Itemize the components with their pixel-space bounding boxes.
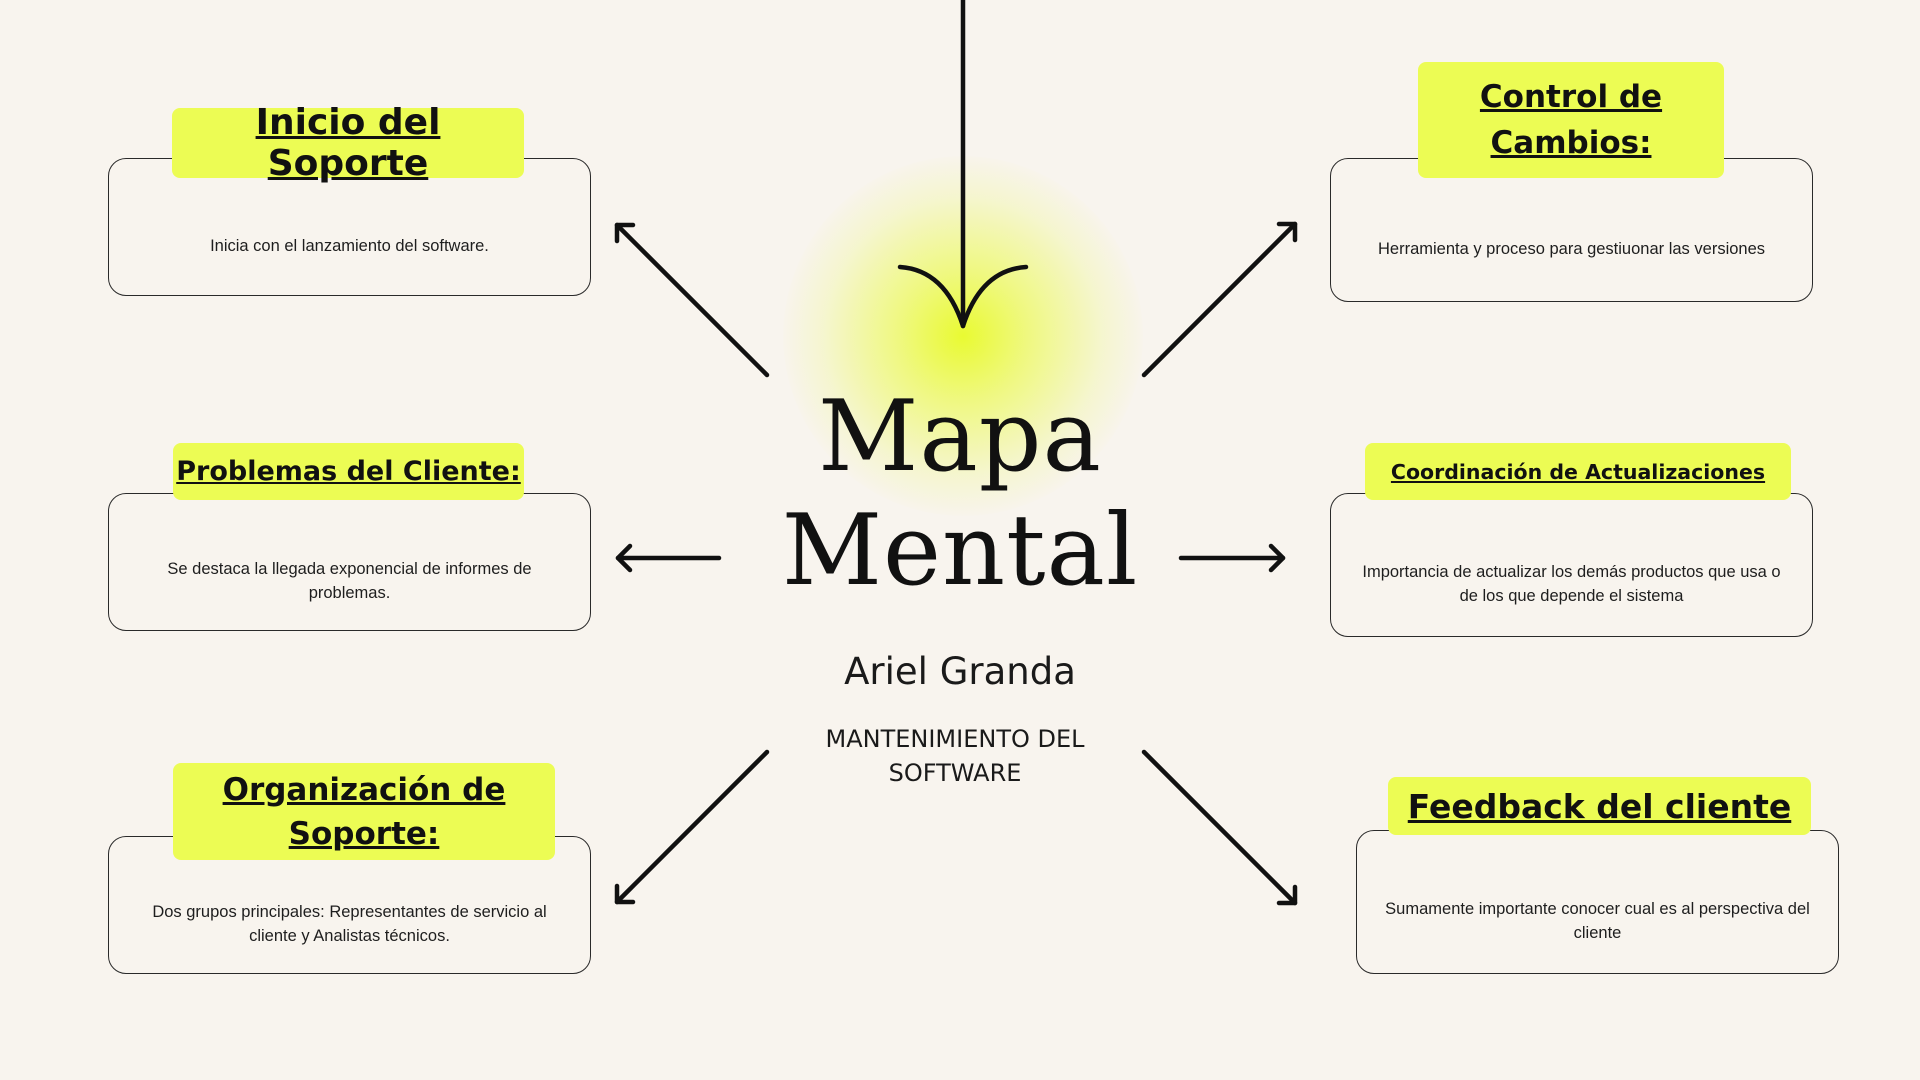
node-feedback-label: Feedback del cliente (1388, 777, 1811, 835)
arrow-to-control (1141, 221, 1298, 378)
node-organizacion-label: Organización de Soporte: (173, 763, 555, 860)
node-inicio-label: Inicio del Soporte (172, 102, 524, 184)
node-problemas-label: Problemas del Cliente: (173, 443, 524, 500)
arrow-to-problemas (615, 543, 722, 573)
node-feedback-text: Sumamente importante conocer cual es al … (1385, 900, 1810, 942)
node-problemas-box: Se destaca la llegada exponencial de inf… (108, 493, 591, 631)
node-control-label: Control de Cambios: (1418, 62, 1724, 178)
node-coordinacion-text: Importancia de actualizar los demás prod… (1362, 563, 1781, 605)
node-problemas-text: Se destaca la llegada exponencial de inf… (167, 560, 532, 602)
map-title-line1: Mapa (818, 380, 1102, 494)
node-coordinacion-box: Importancia de actualizar los demás prod… (1330, 493, 1813, 637)
node-feedback-box: Sumamente importante conocer cual es al … (1356, 830, 1839, 974)
arrow-to-feedback (1141, 749, 1298, 906)
arrow-down-center (897, 0, 1029, 329)
arrow-to-coordinacion (1178, 543, 1286, 573)
arrow-to-inicio (614, 222, 770, 378)
map-title-line2: Mental (781, 494, 1139, 608)
arrow-to-organizacion (614, 749, 770, 905)
node-coordinacion-label: Coordinación de Actualizaciones (1365, 443, 1791, 500)
node-organizacion-text: Dos grupos principales: Representantes d… (152, 903, 547, 945)
map-title: Mapa Mental (740, 380, 1180, 608)
node-inicio-text: Inicia con el lanzamiento del software. (210, 237, 489, 255)
map-subtitle: MANTENIMIENTO DEL SOFTWARE (825, 725, 1085, 787)
node-control-text: Herramienta y proceso para gestiuonar la… (1377, 240, 1766, 258)
author-name: Ariel Granda (844, 650, 1076, 693)
node-control-box: Herramienta y proceso para gestiuonar la… (1330, 158, 1813, 302)
